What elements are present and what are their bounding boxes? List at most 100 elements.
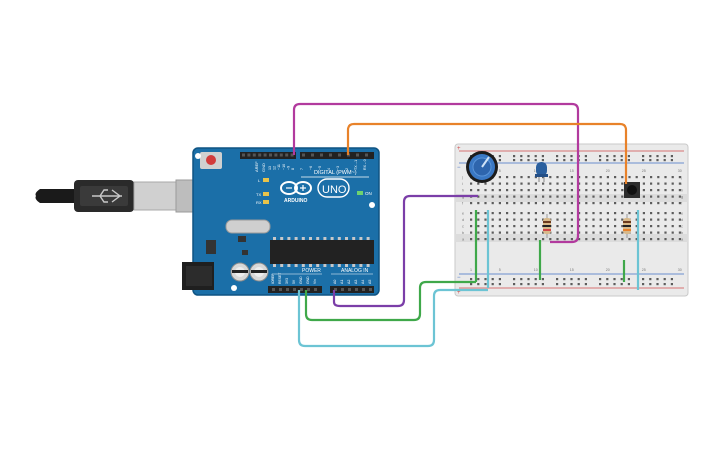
minus-sign-top: − [457, 165, 461, 171]
on-label: ON [365, 191, 372, 196]
tx-label: TX [256, 192, 261, 197]
column-number-label: 20 [606, 268, 610, 272]
uno-badge [317, 178, 350, 198]
analog-pin-label: A5 [368, 280, 372, 284]
aref-label: AREF [254, 161, 259, 172]
row-letter-label: e [462, 212, 464, 216]
digital-pin-label: RX←0 [363, 159, 367, 170]
gnd-label: GND [261, 163, 266, 172]
capacitor [230, 262, 250, 282]
row-letter-label: d [681, 218, 683, 222]
potentiometer[interactable] [466, 151, 498, 183]
analog-pin-label: A3 [354, 280, 358, 284]
row-letter-label: a [681, 238, 684, 242]
power-pin-label: Vin [313, 279, 317, 284]
analog-in-label: ANALOG IN [341, 268, 369, 274]
digital-header-label: DIGITAL (PWM~) [314, 170, 357, 176]
digital-pin-label: ~6 [309, 166, 313, 170]
led[interactable] [535, 162, 548, 182]
digital-pin-label: 4 [327, 168, 331, 170]
column-number-label: 30 [678, 169, 682, 173]
column-number-label: 10 [534, 268, 538, 272]
plus-sign-bottom: + [457, 290, 461, 296]
arduino-brand-text: ARDUINO [284, 198, 307, 204]
digital-pin-label: TX→1 [354, 160, 358, 170]
column-number-label: 1 [470, 268, 472, 272]
chip-pins [273, 237, 370, 267]
l-led [263, 178, 269, 182]
analog-pin-label: A0 [333, 280, 337, 284]
power-pin-label: GND [306, 276, 310, 284]
row-letter-label: j [680, 176, 682, 180]
column-number-label: 25 [642, 169, 646, 173]
l-label: L [258, 178, 261, 183]
rx-led [263, 200, 269, 204]
column-number-label: 15 [570, 268, 574, 272]
analog-pin-label: A2 [347, 280, 351, 284]
on-led [357, 191, 363, 195]
column-number-label: 10 [534, 169, 538, 173]
wire-cyan-5v[interactable] [297, 288, 488, 348]
digital-pin-label: ~5 [318, 166, 322, 170]
analog-pin-label: A1 [340, 280, 344, 284]
digital-pin-label: ~9 [286, 166, 290, 170]
rx-label: RX [256, 200, 262, 205]
digital-pin-label: 8 [291, 168, 295, 170]
power-pin-label: 5V [292, 279, 296, 284]
row-letter-label: h [462, 189, 464, 193]
column-number-label: 5 [499, 169, 501, 173]
infinity-logo-icon [280, 181, 312, 195]
column-number-label: 15 [570, 169, 574, 173]
row-letter-label: j [461, 176, 463, 180]
digital-pin-label: ~10 [282, 164, 286, 170]
column-number-label: 20 [606, 169, 610, 173]
wire-green-gnd[interactable] [304, 280, 476, 322]
resistor[interactable] [623, 214, 631, 238]
wire-magenta-led[interactable] [292, 102, 580, 244]
row-letter-label: g [681, 195, 683, 199]
column-number-label: 30 [678, 268, 682, 272]
row-letter-label: e [681, 212, 683, 216]
tx-led [263, 192, 269, 196]
power-pin-label: 3V3 [285, 278, 289, 284]
row-letter-label: b [681, 231, 683, 235]
digital-header [240, 152, 374, 159]
digital-pin-label: ~11 [277, 164, 281, 170]
uno-model-text: UNO [322, 184, 347, 196]
row-letter-label: a [462, 238, 465, 242]
digital-pin-label: 7 [300, 168, 304, 170]
wire-purple-pot-a0[interactable] [332, 194, 478, 308]
column-number-label: 25 [642, 268, 646, 272]
power-pin-label: RESET [278, 273, 282, 284]
plus-sign-top: + [457, 146, 461, 152]
power-label: POWER [302, 268, 321, 274]
row-letter-label: f [681, 202, 683, 206]
row-letter-label: c [462, 225, 464, 229]
row-letter-label: c [681, 225, 683, 229]
digital-pin-label: ~3 [336, 166, 340, 170]
digital-pin-label: 13 [268, 166, 272, 170]
capacitor [249, 262, 269, 282]
power-pin-label: GND [299, 276, 303, 284]
row-letter-label: b [462, 231, 464, 235]
crystal-oscillator [225, 219, 271, 234]
digital-pin-label: 2 [345, 168, 349, 170]
row-letter-label: f [462, 202, 464, 206]
analog-header [330, 286, 374, 293]
regulator [206, 240, 216, 254]
row-letter-label: h [681, 189, 683, 193]
analog-pin-label: A4 [361, 280, 365, 284]
resistor[interactable] [543, 214, 551, 238]
microcontroller-chip [270, 240, 374, 264]
power-pin-label: IOREF [271, 274, 275, 284]
column-number-label: 5 [499, 268, 501, 272]
row-letter-label: i [462, 182, 463, 186]
wire-orange-button[interactable] [346, 122, 628, 184]
digital-pin-label: 12 [273, 166, 277, 170]
row-letter-label: d [462, 218, 464, 222]
minus-sign-bottom: − [457, 275, 461, 281]
push-button[interactable] [624, 182, 640, 198]
